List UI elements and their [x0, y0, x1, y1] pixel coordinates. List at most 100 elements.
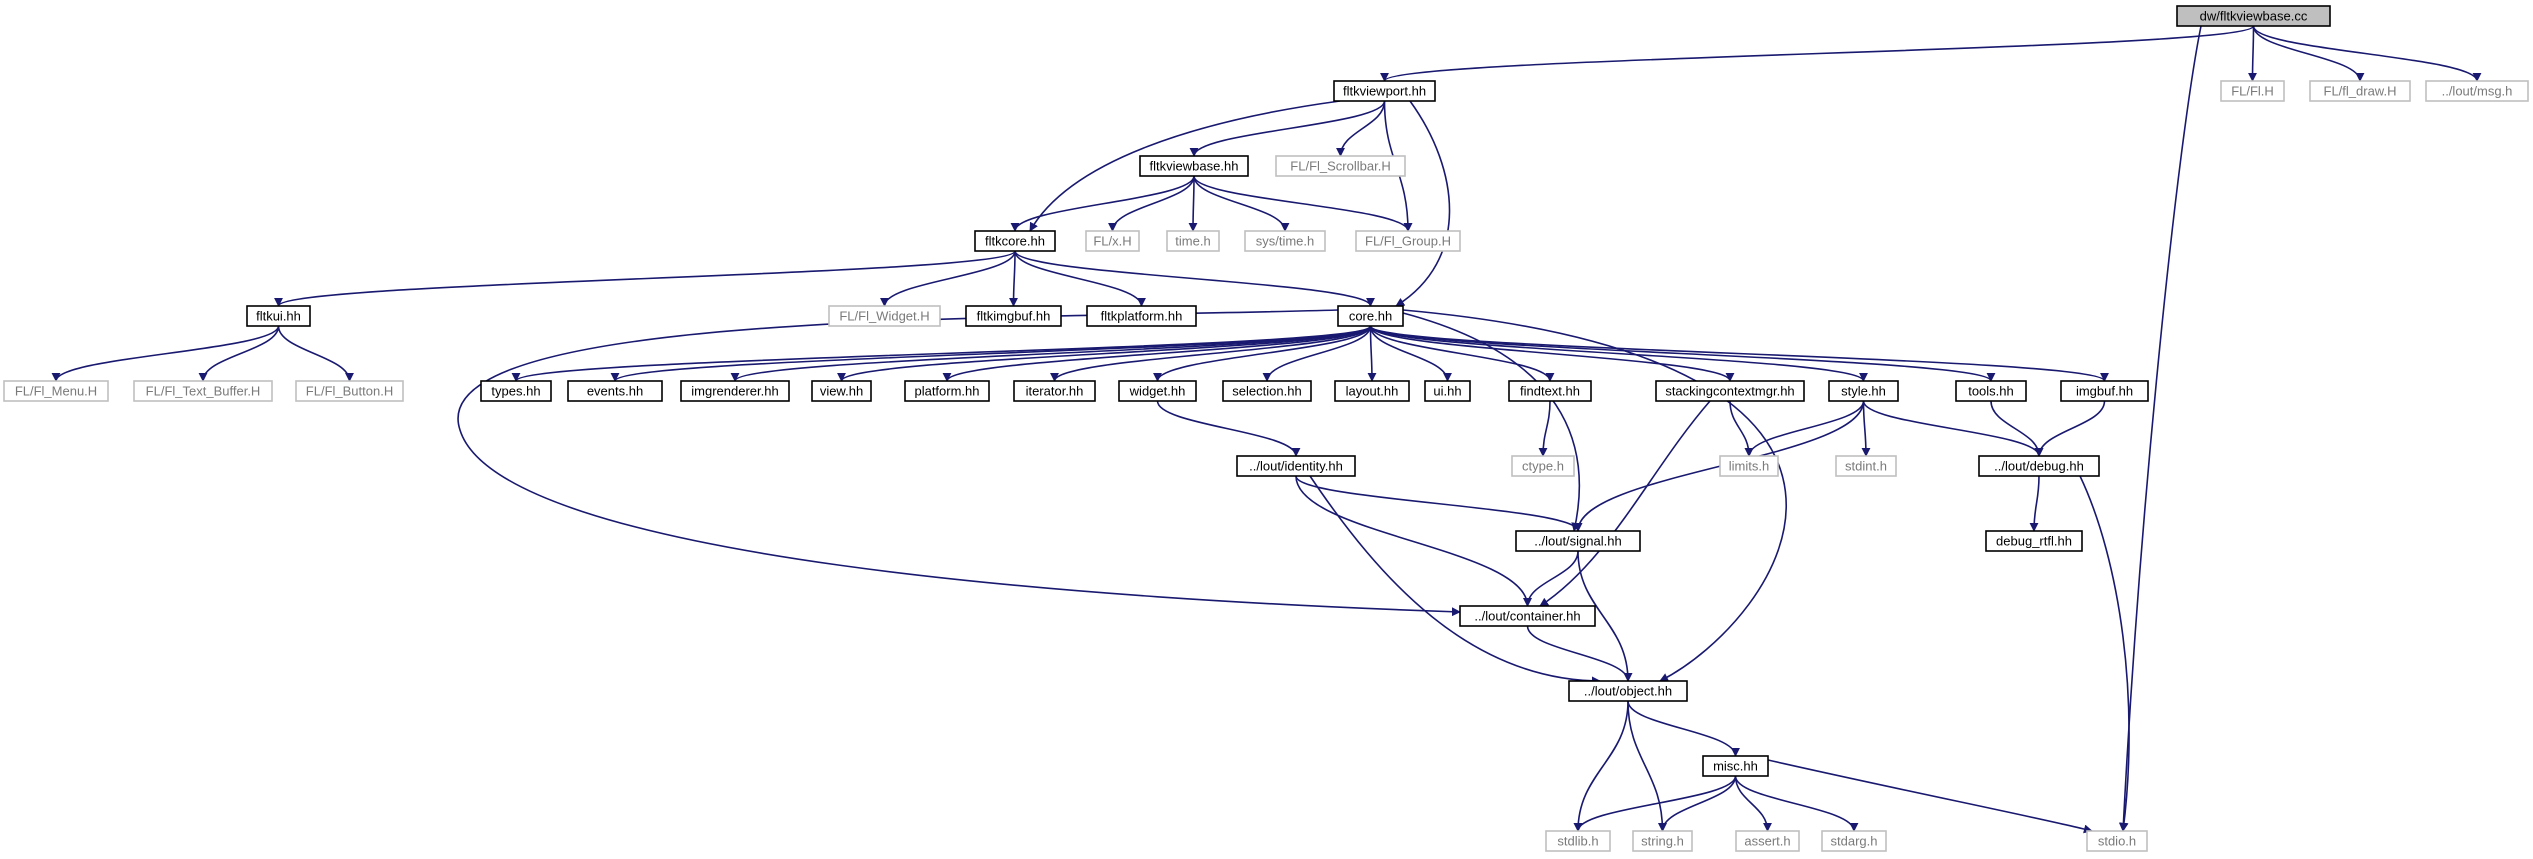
node-box — [2425, 80, 2529, 102]
node-stdarg[interactable]: stdarg.h — [1821, 830, 1887, 852]
node-fltkplatform[interactable]: fltkplatform.hh — [1086, 305, 1197, 327]
node-iterator[interactable]: iterator.hh — [1013, 380, 1096, 402]
edge-core-to-object — [1402, 309, 1788, 682]
node-ctype[interactable]: ctype.h — [1511, 455, 1575, 477]
edge-misc-to-string_h — [1658, 775, 1737, 832]
node-box — [1511, 455, 1575, 477]
node-box — [1821, 830, 1887, 852]
node-fl_textbuf[interactable]: FL/Fl_Text_Buffer.H — [133, 380, 273, 402]
node-platform[interactable]: platform.hh — [904, 380, 990, 402]
node-events[interactable]: events.hh — [567, 380, 663, 402]
edge-core-to-events — [610, 325, 1372, 382]
node-box — [1337, 305, 1404, 327]
node-fl_fl[interactable]: FL/Fl.H — [2220, 80, 2285, 102]
edge-core-to-signal — [1402, 312, 1581, 532]
node-signal[interactable]: ../lout/signal.hh — [1515, 530, 1641, 552]
node-label: imgbuf.hh — [2076, 383, 2133, 398]
node-time_h[interactable]: time.h — [1166, 230, 1220, 252]
node-fl_group[interactable]: FL/Fl_Group.H — [1355, 230, 1461, 252]
node-selection[interactable]: selection.hh — [1222, 380, 1312, 402]
edge-fltkviewbase-to-fl_group — [1193, 175, 1413, 232]
edge-core-to-iterator — [1050, 325, 1372, 382]
edge-stackingctx-to-container — [1539, 400, 1711, 607]
edge-stackingctx-to-limits — [1729, 400, 1754, 457]
node-findtext[interactable]: findtext.hh — [1508, 380, 1592, 402]
node-limits[interactable]: limits.h — [1719, 455, 1779, 477]
node-fl_draw[interactable]: FL/fl_draw.H — [2309, 80, 2411, 102]
node-box — [1333, 80, 1436, 102]
node-label: time.h — [1175, 233, 1210, 248]
node-fltkviewport[interactable]: fltkviewport.hh — [1333, 80, 1436, 102]
node-box — [1013, 380, 1096, 402]
node-stdint[interactable]: stdint.h — [1835, 455, 1897, 477]
edge-fltkui-to-fl_button — [277, 325, 354, 382]
node-style[interactable]: style.hh — [1828, 380, 1899, 402]
node-layout[interactable]: layout.hh — [1334, 380, 1410, 402]
node-debug[interactable]: ../lout/debug.hh — [1978, 455, 2100, 477]
edge-fltkcore-to-fl_widget — [880, 250, 1016, 307]
node-root[interactable]: dw/fltkviewbase.cc — [2176, 5, 2331, 27]
node-debug_rtfl[interactable]: debug_rtfl.hh — [1985, 530, 2083, 552]
edge-fltkviewbase-to-sys_time — [1193, 175, 1290, 232]
node-view[interactable]: view.hh — [811, 380, 872, 402]
node-fl_button[interactable]: FL/Fl_Button.H — [295, 380, 404, 402]
node-assert_h[interactable]: assert.h — [1735, 830, 1800, 852]
node-imgbuf[interactable]: imgbuf.hh — [2060, 380, 2149, 402]
node-label: stdint.h — [1845, 458, 1887, 473]
node-label: FL/Fl_Scrollbar.H — [1290, 158, 1390, 173]
node-label: FL/Fl_Widget.H — [839, 308, 929, 323]
edge-style-to-stdint — [1861, 400, 1871, 457]
node-label: stdlib.h — [1557, 833, 1598, 848]
node-box — [2060, 380, 2149, 402]
node-label: assert.h — [1744, 833, 1790, 848]
node-container[interactable]: ../lout/container.hh — [1459, 605, 1596, 627]
node-label: FL/Fl_Text_Buffer.H — [146, 383, 261, 398]
node-label: limits.h — [1729, 458, 1769, 473]
node-stdlib[interactable]: stdlib.h — [1545, 830, 1611, 852]
node-fl_x[interactable]: FL/x.H — [1085, 230, 1140, 252]
node-tools[interactable]: tools.hh — [1955, 380, 2027, 402]
node-box — [1568, 680, 1688, 702]
node-object[interactable]: ../lout/object.hh — [1568, 680, 1688, 702]
edge-fltkviewbase-to-fltkcore — [1010, 175, 1195, 232]
node-box — [1632, 830, 1693, 852]
edge-fltkcore-to-fltkimgbuf — [1009, 250, 1019, 307]
node-label: types.hh — [491, 383, 540, 398]
node-box — [1085, 230, 1140, 252]
node-label: FL/Fl_Menu.H — [15, 383, 97, 398]
edge-identity-to-signal — [1295, 475, 1583, 532]
node-fltkcore[interactable]: fltkcore.hh — [974, 230, 1056, 252]
node-misc[interactable]: misc.hh — [1702, 755, 1769, 777]
node-string_h[interactable]: string.h — [1632, 830, 1693, 852]
node-core[interactable]: core.hh — [1337, 305, 1404, 327]
node-label: misc.hh — [1713, 758, 1758, 773]
node-label: ctype.h — [1522, 458, 1564, 473]
node-imgrenderer[interactable]: imgrenderer.hh — [680, 380, 790, 402]
node-types[interactable]: types.hh — [480, 380, 552, 402]
node-stackingctx[interactable]: stackingcontextmgr.hh — [1655, 380, 1805, 402]
node-fltkviewbase[interactable]: fltkviewbase.hh — [1139, 155, 1249, 177]
node-box — [3, 380, 109, 402]
edge-root-to-fl_fl — [2248, 25, 2258, 82]
edge-signal-to-object — [1577, 550, 1633, 682]
node-label: FL/fl_draw.H — [2324, 83, 2397, 98]
node-fltkui[interactable]: fltkui.hh — [246, 305, 311, 327]
node-sys_time[interactable]: sys/time.h — [1244, 230, 1326, 252]
node-stdio[interactable]: stdio.h — [2086, 830, 2148, 852]
node-widget[interactable]: widget.hh — [1118, 380, 1197, 402]
edge-debug-to-stdio — [2079, 475, 2130, 832]
node-lout_msg[interactable]: ../lout/msg.h — [2425, 80, 2529, 102]
nodes-layer: dw/fltkviewbase.cc fltkviewport.hh FL/Fl.H… — [3, 5, 2529, 852]
node-box — [904, 380, 990, 402]
node-fltkimgbuf[interactable]: fltkimgbuf.hh — [965, 305, 1062, 327]
node-fl_menu[interactable]: FL/Fl_Menu.H — [3, 380, 109, 402]
node-ui[interactable]: ui.hh — [1424, 380, 1471, 402]
node-identity[interactable]: ../lout/identity.hh — [1236, 455, 1356, 477]
node-fl_scrollbar[interactable]: FL/Fl_Scrollbar.H — [1275, 155, 1406, 177]
node-fl_widget[interactable]: FL/Fl_Widget.H — [828, 305, 941, 327]
node-box — [2176, 5, 2331, 27]
edge-widget-to-identity — [1156, 400, 1301, 457]
node-label: FL/Fl_Group.H — [1365, 233, 1451, 248]
edge-fltkviewbase-to-time_h — [1188, 175, 1198, 232]
